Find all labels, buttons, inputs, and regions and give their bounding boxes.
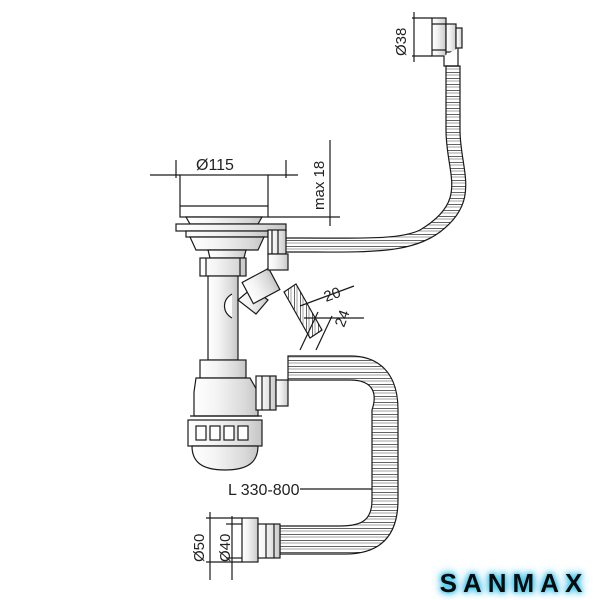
bottle-trap	[187, 377, 263, 471]
label-length: L 330-800	[228, 482, 300, 499]
upper-nut	[199, 257, 247, 277]
dimension-d115	[150, 160, 298, 178]
outlet-connector	[255, 375, 289, 411]
dimension-max18	[268, 140, 340, 226]
drain-hose	[279, 355, 399, 555]
lower-nut	[199, 359, 247, 379]
dimension-d20-d24	[299, 285, 364, 351]
dimension-d50-d40	[206, 512, 242, 580]
dimension-d38	[412, 12, 432, 62]
vertical-tube	[207, 275, 239, 361]
side-connector	[223, 253, 289, 319]
overflow-fitting	[431, 17, 463, 67]
label-d50: Ø50	[191, 534, 208, 562]
overflow-hose	[279, 65, 467, 253]
label-d20: 20	[322, 284, 343, 306]
brand-logo: SANMAX	[439, 568, 589, 598]
bottom-outlet	[241, 517, 281, 563]
label-d40: Ø40	[217, 534, 234, 562]
label-d38: Ø38	[393, 28, 410, 56]
label-max18: max 18	[311, 161, 328, 210]
label-d115: Ø115	[196, 157, 234, 174]
label-d24: 24	[332, 308, 354, 329]
strainer	[175, 174, 287, 259]
appliance-hose	[283, 283, 323, 339]
